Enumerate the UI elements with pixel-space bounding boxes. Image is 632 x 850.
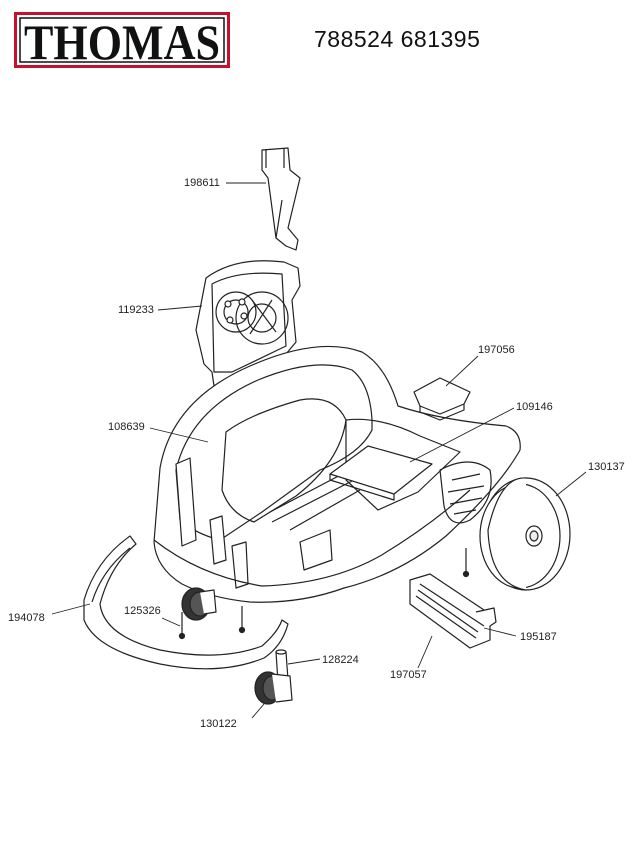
rear-wheel-part <box>479 477 571 591</box>
thomas-logo: THOMAS <box>14 12 230 68</box>
part-label-198611: 198611 <box>184 177 220 189</box>
document-number: 788524 681395 <box>314 26 481 52</box>
exhaust-grille-part <box>409 573 497 649</box>
motor-part <box>195 260 301 387</box>
part-label-194078: 194078 <box>8 612 45 624</box>
part-label-108639: 108639 <box>108 421 145 433</box>
part-label-195187: 195187 <box>520 631 557 643</box>
part-label-128224: 128224 <box>322 654 359 666</box>
cover-plate-part <box>413 377 471 421</box>
bumper-part <box>83 535 289 670</box>
part-label-197056: 197056 <box>478 344 515 356</box>
side-vent-part <box>439 461 492 524</box>
part-label-130122: 130122 <box>200 718 237 730</box>
filter-tray-part <box>329 445 433 501</box>
caster-assembly-part <box>254 649 293 705</box>
leader-lines <box>51 182 587 719</box>
part-label-109146: 109146 <box>516 401 553 413</box>
part-label-197057: 197057 <box>390 669 427 681</box>
part-label-125326: 125326 <box>124 605 161 617</box>
svg-text:THOMAS: THOMAS <box>24 14 220 68</box>
column-part <box>261 147 301 251</box>
part-label-130137: 130137 <box>588 461 625 473</box>
part-label-119233: 119233 <box>118 304 154 316</box>
front-caster-part <box>181 587 217 621</box>
screw-part <box>178 548 470 640</box>
